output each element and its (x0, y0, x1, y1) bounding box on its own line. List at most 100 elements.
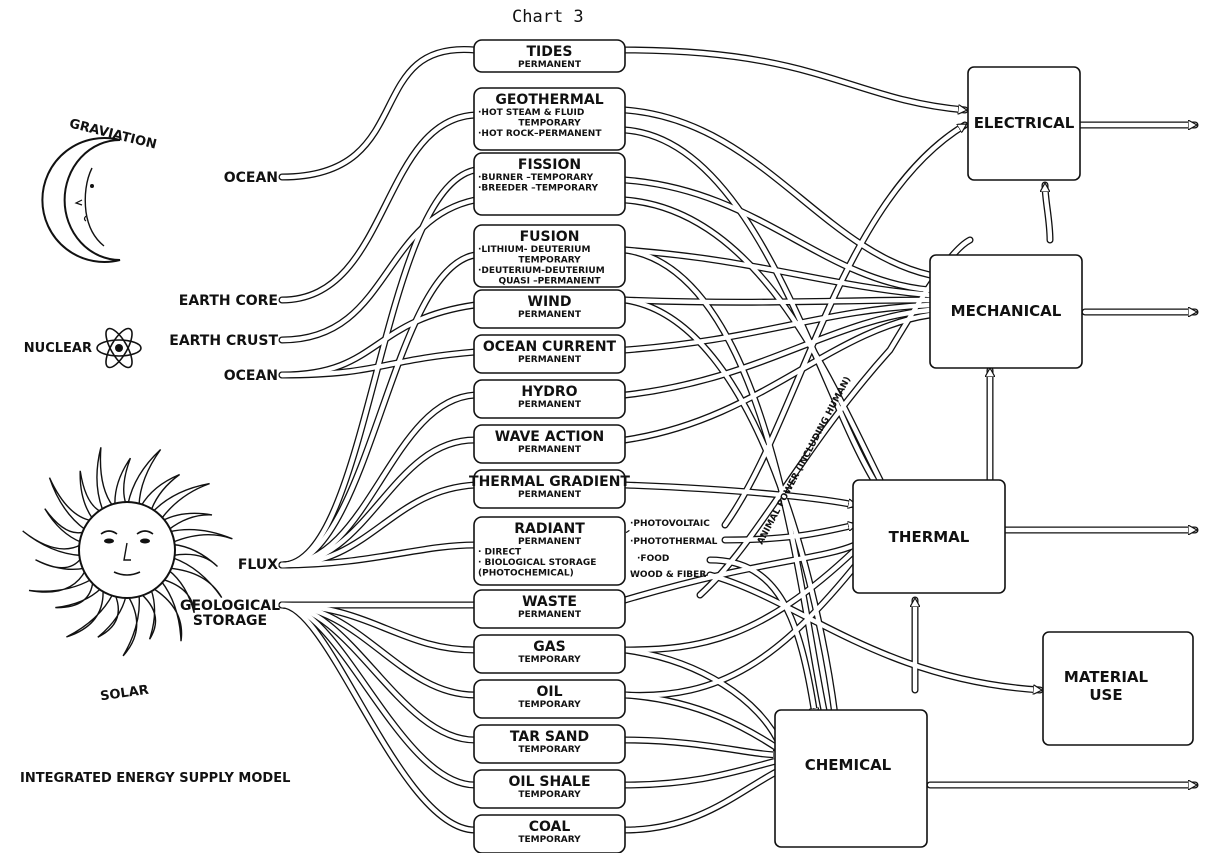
source-detail-tides: PERMANENT (518, 60, 582, 70)
source-name-geothermal: GEOTHERMAL (495, 92, 603, 108)
source-name-hydro: HYDRO (521, 384, 577, 400)
source-name-tides: TIDES (526, 44, 572, 60)
source-box-oil-shale (473, 769, 626, 809)
source-box-waste (473, 589, 626, 629)
source-box-ocean-current (473, 334, 626, 374)
source-detail-gas: TEMPORARY (518, 655, 581, 665)
model-title: INTEGRATED ENERGY SUPPLY MODEL (20, 771, 290, 786)
sun-ray (28, 568, 93, 593)
source-box-coal (473, 814, 626, 853)
source-detail-fusion: QUASI –PERMANENT (498, 277, 601, 287)
source-name-wave-action: WAVE ACTION (495, 429, 604, 445)
nuclear-label: NUCLEAR (24, 341, 92, 356)
sun-ray (161, 512, 213, 531)
source-detail-geothermal: ·HOT STEAM & FLUID (478, 108, 584, 118)
source-detail-tar-sand: TEMPORARY (518, 745, 581, 755)
source-detail-waste: PERMANENT (518, 610, 582, 620)
source-name-fusion: FUSION (520, 229, 580, 245)
source-name-fission: FISSION (518, 157, 581, 173)
sun-ray (96, 447, 115, 512)
source-detail-fusion: ·LITHIUM- DEUTERIUM (478, 245, 590, 255)
origin-earth-crust: EARTH CRUST (169, 333, 278, 349)
sun-ray (22, 530, 82, 557)
sun-ray (161, 569, 195, 613)
sun-ray (140, 473, 181, 512)
source-name-wind: WIND (528, 294, 572, 310)
source-box-hydro (473, 379, 626, 419)
radiant-output-photothermal: ·PHOTOTHERMAL (630, 537, 718, 547)
source-name-thermal-gradient: THERMAL GRADIENT (469, 474, 630, 490)
sun-ray (151, 482, 210, 521)
sun-ray (97, 593, 127, 638)
source-box-tar-sand (473, 724, 626, 764)
sun-ray (151, 579, 183, 642)
source-box-thermal-gradient (473, 469, 626, 509)
source-name-tar-sand: TAR SAND (510, 729, 589, 745)
mechanical-label: MECHANICAL (951, 302, 1062, 320)
chemical-box (774, 709, 928, 848)
source-box-wave-action (473, 424, 626, 464)
source-detail-radiant: · DIRECT (478, 548, 522, 558)
source-name-radiant: RADIANT (514, 521, 585, 537)
source-name-ocean-current: OCEAN CURRENT (483, 339, 617, 355)
source-name-waste: WASTE (522, 594, 577, 610)
source-detail-oil-shale: TEMPORARY (518, 790, 581, 800)
sun-ray (168, 556, 223, 598)
origin-pipes (278, 46, 479, 834)
source-name-coal: COAL (529, 819, 571, 835)
solar-label: SOLAR (99, 683, 149, 705)
origin-earth-core: EARTH CORE (179, 293, 278, 309)
electrical-label: ELECTRICAL (974, 114, 1075, 132)
source-detail-wave-action: PERMANENT (518, 445, 582, 455)
source-detail-coal: TEMPORARY (518, 835, 581, 845)
source-detail-geothermal: ·HOT ROCK–PERMANENT (478, 129, 602, 139)
origin-ocean-mid: OCEAN (224, 368, 278, 384)
source-detail-hydro: PERMANENT (518, 400, 582, 410)
sun-ray (139, 588, 157, 640)
converter-pipes (621, 46, 1199, 834)
chemical-label: CHEMICAL (805, 756, 892, 774)
sun-icon (22, 447, 233, 657)
moon-icon (41, 137, 121, 263)
source-detail-radiant: (PHOTOCHEMICAL) (478, 569, 574, 579)
radiant-outputs: ·PHOTOVOLTAIC ·PHOTOTHERMAL ·FOOD WOOD &… (630, 519, 718, 580)
source-detail-fission: ·BREEDER –TEMPORARY (478, 184, 599, 194)
sun-ray (35, 556, 86, 571)
origin-flux: FLUX (238, 557, 278, 573)
source-name-gas: GAS (533, 639, 565, 655)
source-box-fusion (473, 224, 626, 288)
atom-icon (96, 327, 142, 369)
material-use-label-1: MATERIAL (1064, 668, 1149, 686)
source-detail-thermal-gradient: PERMANENT (518, 490, 582, 500)
source-box-oil (473, 679, 626, 719)
source-detail-fission: ·BURNER –TEMPORARY (478, 173, 594, 183)
source-detail-ocean-current: PERMANENT (518, 355, 582, 365)
sun-ray (172, 543, 218, 568)
sun-ray (114, 457, 132, 507)
source-detail-radiant: · BIOLOGICAL STORAGE (478, 558, 596, 568)
destinations: ELECTRICAL MECHANICAL THERMAL MATERIAL U… (774, 66, 1194, 848)
source-detail-geothermal: TEMPORARY (518, 119, 581, 129)
source-box-fission (473, 152, 626, 216)
source-detail-radiant: PERMANENT (518, 537, 582, 547)
source-detail-wind: PERMANENT (518, 310, 582, 320)
electrical-box (967, 66, 1081, 181)
source-box-wind (473, 289, 626, 329)
sun-ray (55, 579, 103, 609)
chart-title: Chart 3 (512, 7, 584, 27)
source-detail-fusion: ·DEUTERIUM-DEUTERIUM (478, 266, 605, 276)
origin-ocean-top: OCEAN (224, 170, 278, 186)
radiant-output-wood-fiber: WOOD & FIBER (630, 570, 706, 580)
source-name-oil-shale: OIL SHALE (508, 774, 590, 790)
origin-labels: OCEAN EARTH CORE EARTH CRUST OCEAN FLUX … (169, 170, 280, 629)
source-box-radiant (473, 516, 626, 586)
sun-ray (79, 470, 103, 521)
thermal-label: THERMAL (889, 528, 970, 546)
material-use-label-2: USE (1089, 686, 1122, 704)
thermal-box (852, 479, 1006, 594)
mechanical-box (929, 254, 1083, 369)
source-detail-oil: TEMPORARY (518, 700, 581, 710)
origin-geological-2: STORAGE (193, 613, 267, 629)
